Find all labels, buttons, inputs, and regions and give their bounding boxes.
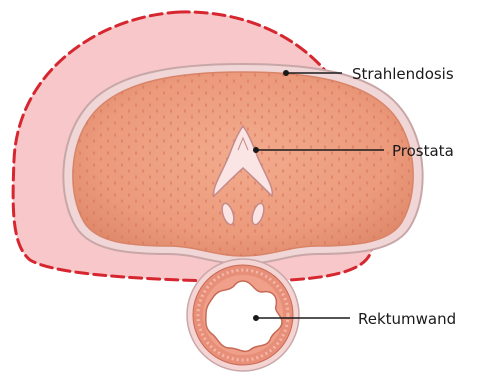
rectum-label: Rektumwand <box>358 310 456 328</box>
dose-label: Strahlendosis <box>352 65 454 83</box>
rectum <box>187 259 299 371</box>
prostate-label: Prostata <box>392 142 454 160</box>
